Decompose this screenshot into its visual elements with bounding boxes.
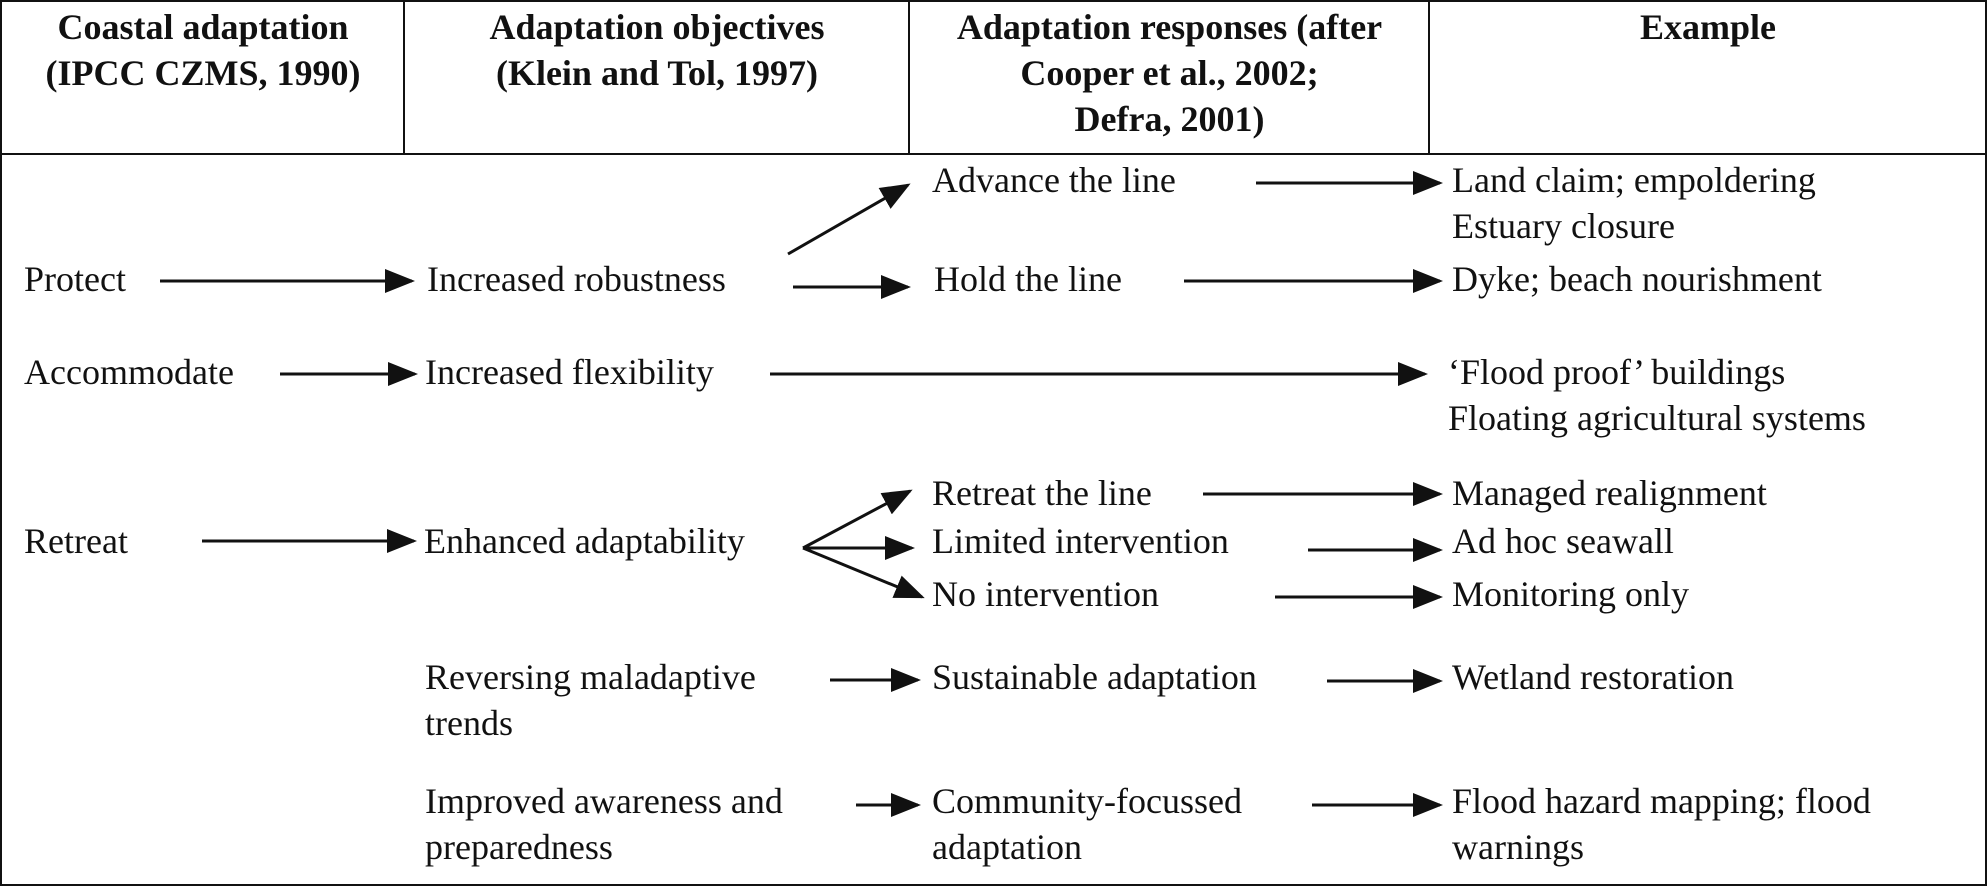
- text-line: ‘Flood proof’ buildings: [1448, 352, 1786, 392]
- header-adaptation-responses: Adaptation responses (after Cooper et al…: [910, 4, 1429, 142]
- header-line: (Klein and Tol, 1997): [495, 53, 819, 93]
- arrow-robustness-to-advance: [787, 183, 911, 256]
- flow-arrows: [160, 171, 1443, 817]
- header-line: Adaptation objectives: [489, 7, 825, 47]
- text-line: Flood hazard mapping; flood: [1452, 781, 1871, 821]
- text-line: Floating agricultural systems: [1448, 398, 1866, 438]
- adaptation-accommodate: Accommodate: [24, 352, 234, 392]
- header-line: Example: [1639, 7, 1776, 47]
- header-line: Defra, 2001): [1074, 99, 1265, 139]
- objective-flexibility: Increased flexibility: [425, 352, 714, 392]
- header-coastal-adaptation: Coastal adaptation (IPCC CZMS, 1990): [2, 4, 404, 96]
- response-no-intervention: No intervention: [932, 574, 1159, 614]
- response-limited-intervention: Limited intervention: [932, 521, 1229, 561]
- example-monitoring-only: Monitoring only: [1452, 574, 1690, 614]
- header-line: (IPCC CZMS, 1990): [45, 53, 361, 93]
- text-line: preparedness: [425, 827, 613, 867]
- objective-awareness: Improved awareness and preparedness: [425, 778, 783, 870]
- response-advance-line: Advance the line: [932, 160, 1176, 200]
- objective-maladaptive: Reversing maladaptive trends: [425, 654, 756, 746]
- text-line: adaptation: [932, 827, 1082, 867]
- example-wetland-restoration: Wetland restoration: [1452, 657, 1735, 697]
- example-land-claim: Land claim; empoldering Estuary closure: [1452, 157, 1816, 249]
- response-community-focussed: Community-focussed adaptation: [932, 778, 1242, 870]
- text-line: warnings: [1452, 827, 1584, 867]
- response-hold-line: Hold the line: [934, 259, 1122, 299]
- header-line: Cooper et al., 2002;: [1020, 53, 1319, 93]
- arrow-adaptability-to-none: [802, 546, 925, 599]
- objective-robustness: Increased robustness: [427, 259, 726, 299]
- header-example: Example: [1430, 4, 1986, 50]
- example-dyke: Dyke; beach nourishment: [1452, 259, 1822, 299]
- example-flood-proof: ‘Flood proof’ buildings Floating agricul…: [1448, 349, 1866, 441]
- text-line: trends: [425, 703, 513, 743]
- arrow-adaptability-to-retreat-line: [802, 489, 913, 550]
- text-line: Community-focussed: [932, 781, 1242, 821]
- example-managed-realignment: Managed realignment: [1452, 473, 1767, 513]
- example-ad-hoc-seawall: Ad hoc seawall: [1452, 521, 1674, 561]
- header-line: Coastal adaptation: [57, 7, 349, 47]
- response-retreat-line: Retreat the line: [932, 473, 1152, 513]
- text-line: Improved awareness and: [425, 781, 783, 821]
- objective-adaptability: Enhanced adaptability: [424, 521, 745, 561]
- header-adaptation-objectives: Adaptation objectives (Klein and Tol, 19…: [405, 4, 909, 96]
- text-line: Reversing maladaptive: [425, 657, 756, 697]
- example-flood-hazard-mapping: Flood hazard mapping; flood warnings: [1452, 778, 1871, 870]
- header-line: Adaptation responses (after: [956, 7, 1383, 47]
- text-line: Land claim; empoldering: [1452, 160, 1816, 200]
- response-sustainable-adaptation: Sustainable adaptation: [932, 657, 1257, 697]
- adaptation-retreat: Retreat: [24, 521, 128, 561]
- text-line: Estuary closure: [1452, 206, 1675, 246]
- adaptation-protect: Protect: [24, 259, 126, 299]
